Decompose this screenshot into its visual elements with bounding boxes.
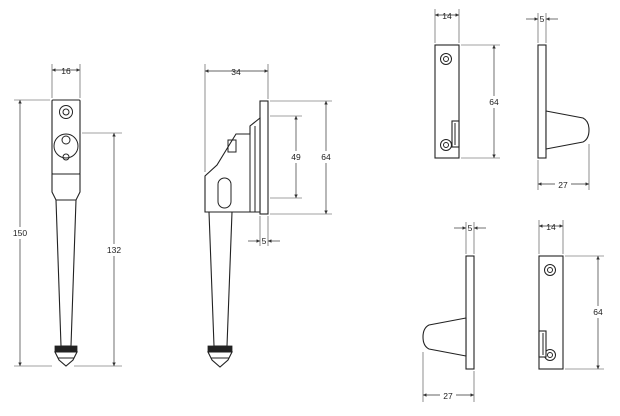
dim-keep-height: 64 bbox=[489, 97, 499, 107]
dim-keep-bottom-thickness: 5 bbox=[468, 223, 473, 233]
dim-keep-width: 14 bbox=[442, 11, 452, 21]
dim-overall-height: 150 bbox=[13, 228, 27, 238]
back-plate bbox=[259, 100, 269, 215]
arm-shoulder bbox=[51, 173, 81, 201]
dim-keep-thickness: 5 bbox=[540, 14, 545, 24]
keep-bottom-side-view: 5 27 bbox=[422, 222, 486, 402]
dim-plate-thickness: 5 bbox=[262, 236, 267, 246]
keep-top-front-view: 14 64 bbox=[434, 9, 504, 159]
stay-front-view: 16 150 132 bbox=[8, 64, 126, 367]
stay-side-view: 34 49 64 5 bbox=[204, 64, 336, 368]
dim-keep-bottom-width: 14 bbox=[546, 222, 556, 232]
end-tip bbox=[54, 351, 78, 367]
dim-keep-projection: 27 bbox=[558, 180, 568, 190]
dim-plate-height: 64 bbox=[321, 152, 331, 162]
slot bbox=[217, 177, 232, 209]
dim-arm-length: 132 bbox=[107, 245, 121, 255]
dim-slot-height: 49 bbox=[291, 152, 301, 162]
dim-keep-bottom-projection: 27 bbox=[443, 391, 453, 401]
stay-arm bbox=[208, 211, 233, 347]
dim-projection: 34 bbox=[231, 67, 241, 77]
keep-side-plate-bottom bbox=[465, 255, 475, 370]
stay-end-collar bbox=[207, 345, 233, 353]
keep-side-plate bbox=[537, 44, 547, 159]
stay-body bbox=[204, 116, 261, 213]
keep-pin-bottom bbox=[422, 317, 467, 357]
keep-bottom-front-view: 14 64 bbox=[538, 220, 608, 370]
dim-head-width: 16 bbox=[61, 66, 71, 76]
arm bbox=[55, 199, 77, 347]
head-plate bbox=[51, 99, 81, 175]
end-collar bbox=[54, 345, 78, 353]
screw-hole-top bbox=[59, 105, 73, 119]
keep-pin bbox=[545, 110, 590, 150]
dim-keep-bottom-height: 64 bbox=[593, 307, 603, 317]
keep-top-side-view: 5 27 bbox=[526, 13, 590, 190]
pivot-circle bbox=[53, 133, 79, 159]
